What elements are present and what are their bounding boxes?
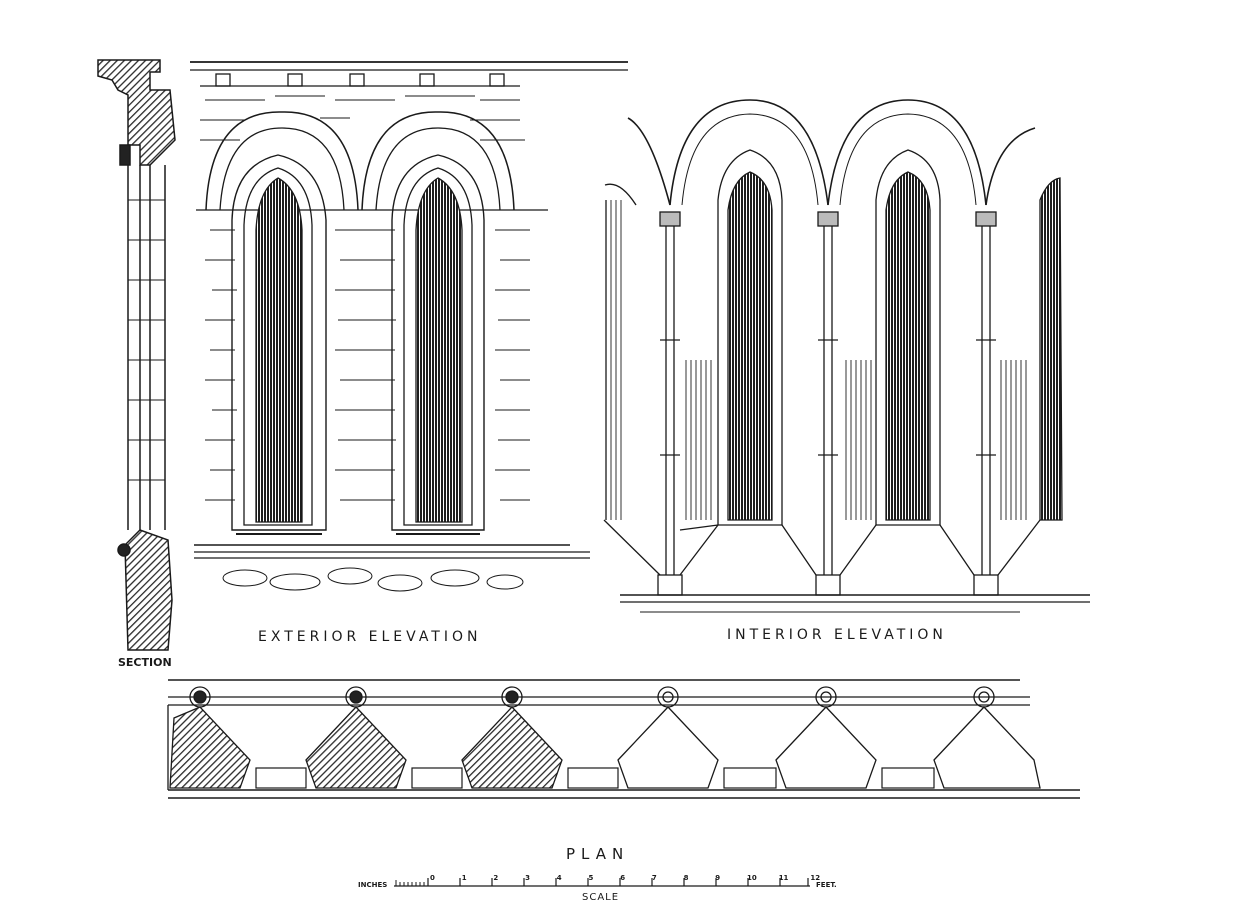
interior-arches	[627, 99, 1036, 206]
plan-pier-2	[305, 686, 407, 789]
section-label: SECTION	[118, 656, 172, 669]
plan-window-sills	[255, 767, 935, 789]
plan-pier-4	[617, 686, 719, 789]
exterior-window-2	[361, 111, 515, 535]
scale-tick-label: 6	[620, 874, 626, 882]
interior-column-2	[815, 211, 841, 596]
scale-tick-label: 2	[493, 874, 499, 882]
plan-pier-1	[169, 686, 251, 789]
corbel-table	[200, 73, 520, 87]
scale-tick-label: 8	[683, 874, 689, 882]
scale-tick-label: 9	[715, 874, 721, 882]
interior-column-1	[657, 211, 683, 596]
scale-tick-label: 10	[747, 874, 757, 882]
plan-pier-6	[933, 686, 1041, 789]
scale-label: SCALE	[582, 892, 620, 903]
foundation-stones	[222, 567, 524, 592]
interior-elevation	[603, 99, 1090, 613]
exterior-elevation-label: EXTERIOR ELEVATION	[258, 629, 482, 645]
interior-window-1	[679, 149, 817, 576]
section-coursing	[128, 199, 165, 481]
interior-window-3	[997, 177, 1063, 576]
interior-window-2	[839, 149, 975, 576]
plan-pier-3	[461, 686, 563, 789]
inches-label: INCHES	[358, 881, 388, 889]
exterior-elevation	[190, 61, 628, 592]
interior-column-3	[973, 211, 999, 596]
scale-tick-label: 11	[778, 874, 789, 882]
foot-ticks	[427, 878, 809, 886]
plan-pier-5	[775, 686, 877, 789]
scale-tick-label: 7	[651, 874, 657, 882]
exterior-window-1	[205, 111, 359, 535]
scale-bar	[394, 878, 810, 887]
section-drawing	[97, 59, 176, 651]
scale-tick-label: 1	[461, 874, 467, 882]
inch-subdivisions	[395, 880, 425, 886]
scale-tick-label: 3	[525, 874, 530, 882]
interior-elevation-label: INTERIOR ELEVATION	[727, 627, 947, 643]
interior-splay-shading	[606, 200, 1030, 520]
scale-tick-label: 4	[556, 874, 562, 882]
scale-tick-label: 0	[430, 874, 435, 882]
feet-label: FEET.	[816, 881, 837, 889]
rubble-masonry	[200, 95, 530, 501]
scale-tick-label: 5	[588, 874, 594, 882]
plan-label: PLAN	[566, 845, 630, 863]
plan-drawing	[167, 679, 1080, 799]
scale-tick-label: 12	[810, 874, 821, 882]
